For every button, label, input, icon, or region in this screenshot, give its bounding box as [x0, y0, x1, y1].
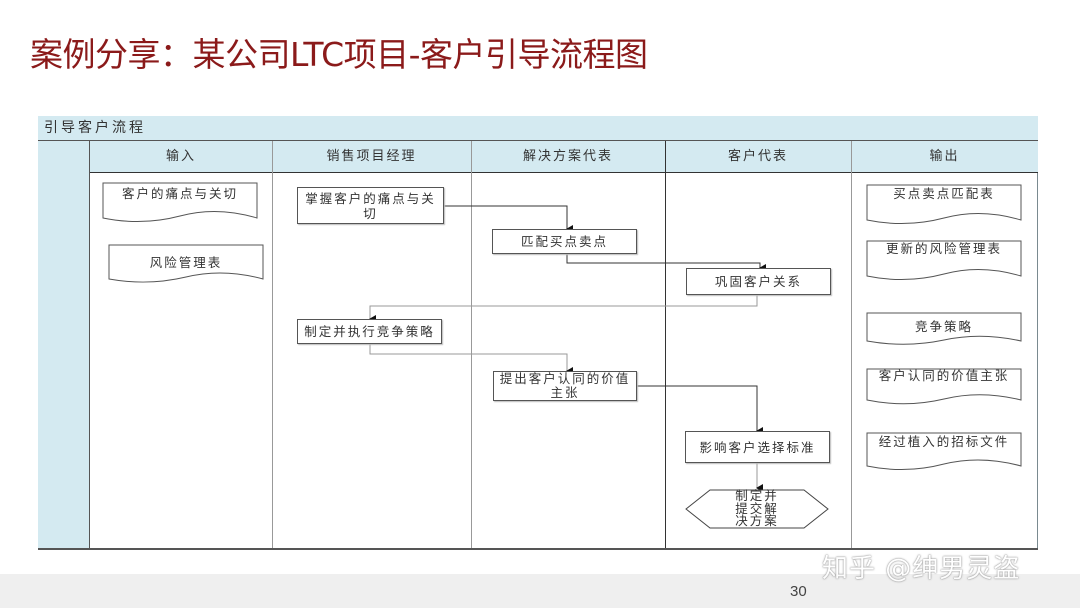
lane-header-solution-rep: 解决方案代表: [471, 141, 665, 173]
step-influence-criteria: 影响客户选择标准: [685, 431, 830, 463]
slide-footer: [0, 574, 1080, 608]
diagram-bottom-border: [38, 548, 1038, 550]
output-doc-match-table: 买点卖点匹配表: [866, 184, 1022, 228]
page-number: 30: [790, 583, 807, 600]
document-shape-icon: [866, 432, 1022, 471]
step-match-buy-sell-points: 匹配买点卖点: [492, 229, 637, 254]
output-doc-tender-documents: 经过植入的招标文件: [866, 432, 1022, 474]
document-shape-icon: [866, 184, 1022, 225]
output-doc-competition-strategy: 竞争策略: [866, 312, 1022, 348]
input-doc-pain-points: 客户的痛点与关切: [102, 182, 258, 226]
lane-divider: [665, 141, 666, 550]
document-shape-icon: [866, 368, 1022, 405]
side-band: [38, 141, 90, 550]
lane-divider: [272, 141, 273, 550]
lane-divider: [471, 141, 472, 550]
pool-title: 引导客户流程: [38, 116, 1038, 141]
lane-header-input: 输入: [90, 141, 272, 173]
swimlane-diagram: 引导客户流程 输入 销售项目经理 解决方案代表 客户代表 输出 客户的痛点与关切: [38, 116, 1038, 550]
lane-header-customer-rep: 客户代表: [665, 141, 851, 173]
hexagon-shape-icon: [685, 489, 829, 529]
step-value-proposition: 提出客户认同的价值主张: [493, 371, 637, 401]
output-doc-updated-risk-table: 更新的风险管理表: [866, 240, 1022, 284]
document-shape-icon: [108, 244, 264, 283]
step-grasp-pain-points: 掌握客户的痛点与关切: [297, 187, 444, 224]
document-shape-icon: [866, 312, 1022, 345]
watermark: 知乎 @绅男灵盗: [822, 554, 1021, 584]
document-shape-icon: [866, 240, 1022, 281]
step-submit-solution: 制定并提交解决方案: [685, 489, 829, 529]
lane-divider: [851, 141, 852, 550]
step-competition-strategy: 制定并执行竞争策略: [297, 319, 442, 344]
step-consolidate-relationship: 巩固客户关系: [686, 268, 831, 295]
document-shape-icon: [102, 182, 258, 223]
page-title: 案例分享：某公司LTC项目-客户引导流程图: [30, 35, 648, 74]
input-doc-risk-table: 风险管理表: [108, 244, 264, 286]
lane-header-output: 输出: [851, 141, 1038, 173]
output-doc-value-proposition: 客户认同的价值主张: [866, 368, 1022, 408]
lane-header-sales-pm: 销售项目经理: [272, 141, 471, 173]
